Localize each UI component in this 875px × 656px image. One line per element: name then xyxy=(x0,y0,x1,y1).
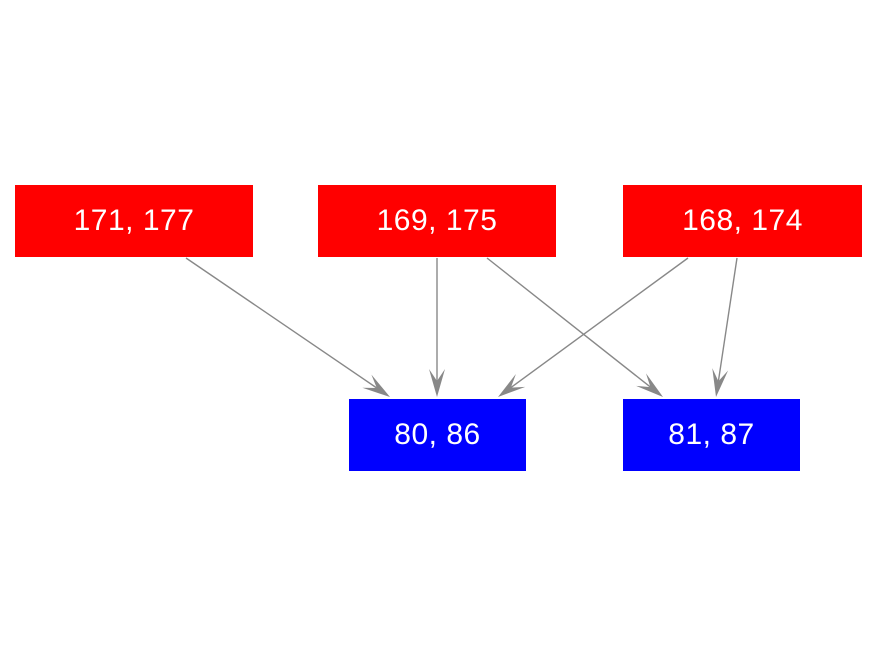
edge-line xyxy=(510,257,689,389)
edge-arrowhead-icon xyxy=(362,374,390,397)
edge-line xyxy=(185,257,378,389)
edge-arrowhead-icon xyxy=(498,374,526,397)
node-168-174: 168, 174 xyxy=(623,185,862,257)
edge-line xyxy=(486,257,651,388)
node-80-86: 80, 86 xyxy=(349,399,526,471)
node-81-87: 81, 87 xyxy=(623,399,800,471)
edge-line xyxy=(717,257,738,382)
node-169-175: 169, 175 xyxy=(318,185,556,257)
edge-arrowhead-icon xyxy=(712,368,729,397)
node-171-177: 171, 177 xyxy=(15,185,253,257)
edge-arrowhead-icon xyxy=(636,373,663,397)
edge-arrowhead-icon xyxy=(429,369,445,397)
